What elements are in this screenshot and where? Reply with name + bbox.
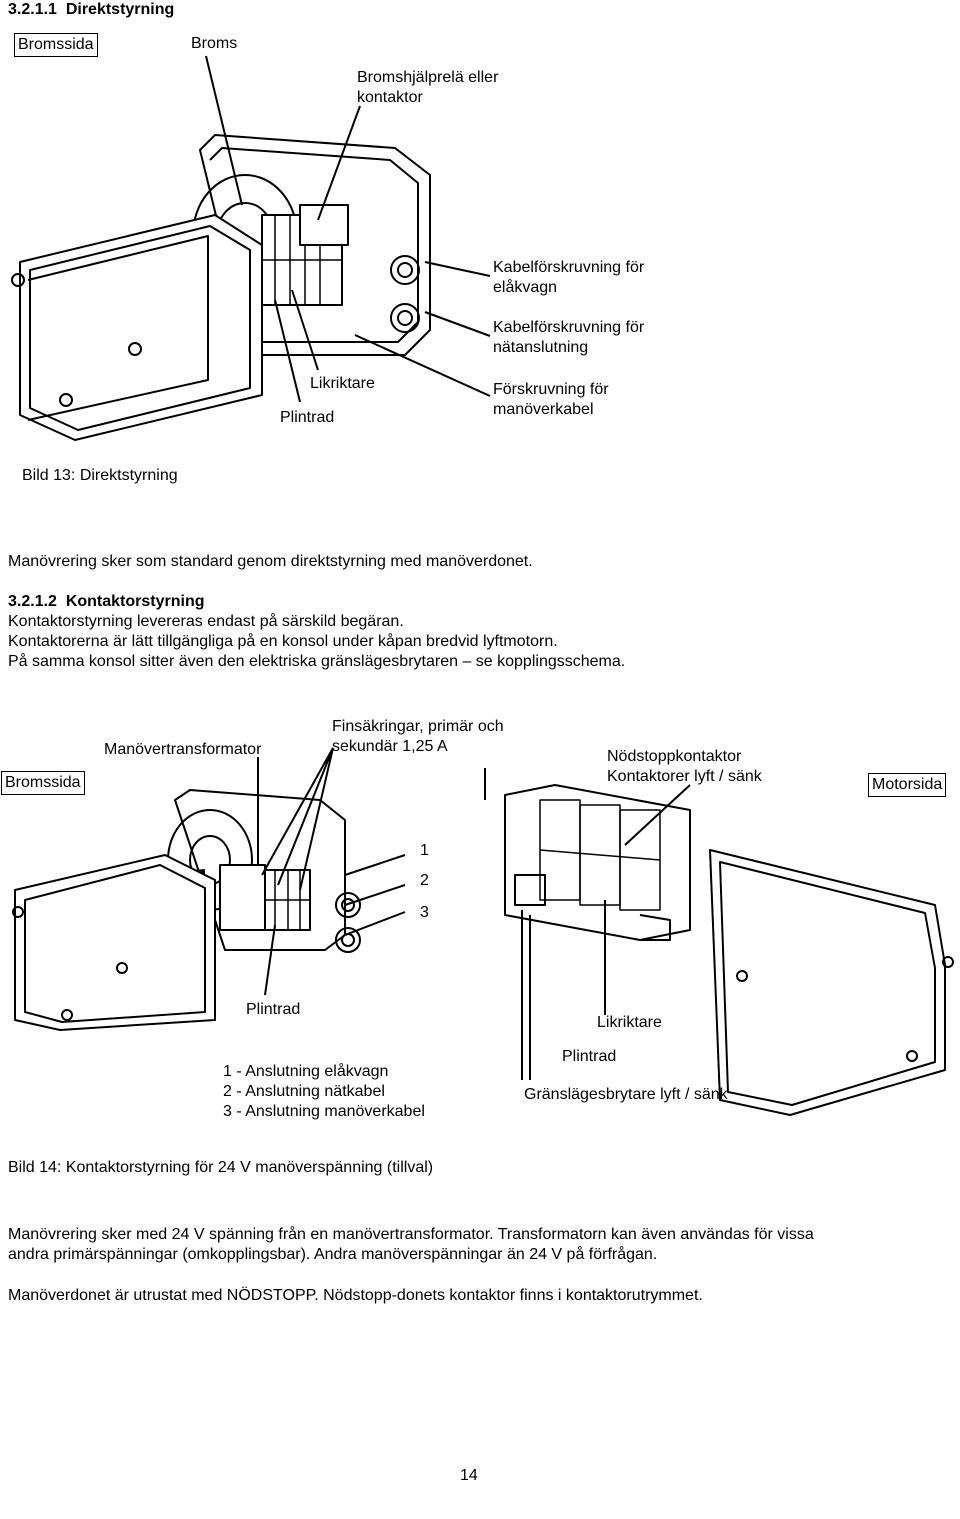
label-nodstoppkontaktor: Nödstoppkontaktor (607, 748, 742, 765)
section-number: 3.2.1.1 (8, 1, 57, 18)
page-number: 14 (460, 1467, 478, 1484)
label-manovertransformator: Manövertransformator (104, 741, 262, 758)
figure-13-drawing (11, 55, 491, 441)
legend-item-1: 1 - Anslutning elåkvagn (223, 1063, 389, 1080)
label-plintrad: Plintrad (280, 409, 335, 426)
paragraph-24v-line2: andra primärspänningar (omkopplingsbar).… (8, 1246, 658, 1263)
label-motorsida: Motorsida (868, 773, 947, 797)
section-title: Kontaktorstyrning (65, 593, 205, 610)
section-title: Direktstyrning (65, 1, 175, 18)
label-granslagesbrytare: Gränslägesbrytare lyft / sänk (524, 1086, 728, 1103)
label-kabel-elakvagn-line1: Kabelförskruvning för (493, 259, 645, 276)
label-kabel-natanslutning-line1: Kabelförskruvning för (493, 319, 645, 336)
label-number-1: 1 (420, 842, 429, 859)
paragraph-nodstopp: Manöverdonet är utrustat med NÖDSTOPP. N… (8, 1287, 703, 1304)
figure-14-drawing (12, 747, 954, 1116)
legend-item-3: 3 - Anslutning manöverkabel (223, 1103, 425, 1120)
label-forskruvning-line1: Förskruvning för (493, 381, 609, 398)
label-bromshjalprela-line2: kontaktor (357, 89, 423, 106)
label-bromssida: Bromssida (1, 771, 85, 795)
section-text-line: Kontaktorstyrning levereras endast på sä… (8, 613, 404, 630)
label-broms: Broms (191, 35, 238, 52)
section-text-line: Kontaktorerna är lätt tillgängliga på en… (8, 633, 558, 650)
legend-item-2: 2 - Anslutning nätkabel (223, 1083, 385, 1100)
paragraph-standard-control: Manövrering sker som standard genom dire… (8, 553, 533, 570)
label-forskruvning-line2: manöverkabel (493, 401, 594, 418)
label-plintrad-left: Plintrad (246, 1001, 301, 1018)
section-text-line: På samma konsol sitter även den elektris… (8, 653, 626, 670)
label-finsakringar-line2: sekundär 1,25 A (332, 738, 448, 755)
label-kontaktorer: Kontaktorer lyft / sänk (607, 768, 762, 785)
label-number-3: 3 (420, 904, 429, 921)
section-heading-kontaktorstyrning: 3.2.1.2 Kontaktorstyrning (8, 592, 205, 612)
figure-13-caption: Bild 13: Direktstyrning (22, 467, 178, 484)
label-kabel-elakvagn-line2: elåkvagn (493, 279, 558, 296)
section-heading-direktstyrning: 3.2.1.1 Direktstyrning (8, 0, 174, 20)
figure-14-caption: Bild 14: Kontaktorstyrning för 24 V manö… (8, 1159, 434, 1176)
label-bromshjalprela-line1: Bromshjälprelä eller (357, 69, 499, 86)
label-likriktare: Likriktare (597, 1014, 662, 1031)
label-plintrad-right: Plintrad (562, 1048, 617, 1065)
label-finsakringar-line1: Finsäkringar, primär och (332, 718, 504, 735)
label-number-2: 2 (420, 872, 429, 889)
label-kabel-natanslutning-line2: nätanslutning (493, 339, 589, 356)
paragraph-24v-line1: Manövrering sker med 24 V spänning från … (8, 1226, 814, 1243)
label-bromssida: Bromssida (14, 33, 98, 57)
label-likriktare: Likriktare (310, 375, 375, 392)
section-number: 3.2.1.2 (8, 593, 57, 610)
